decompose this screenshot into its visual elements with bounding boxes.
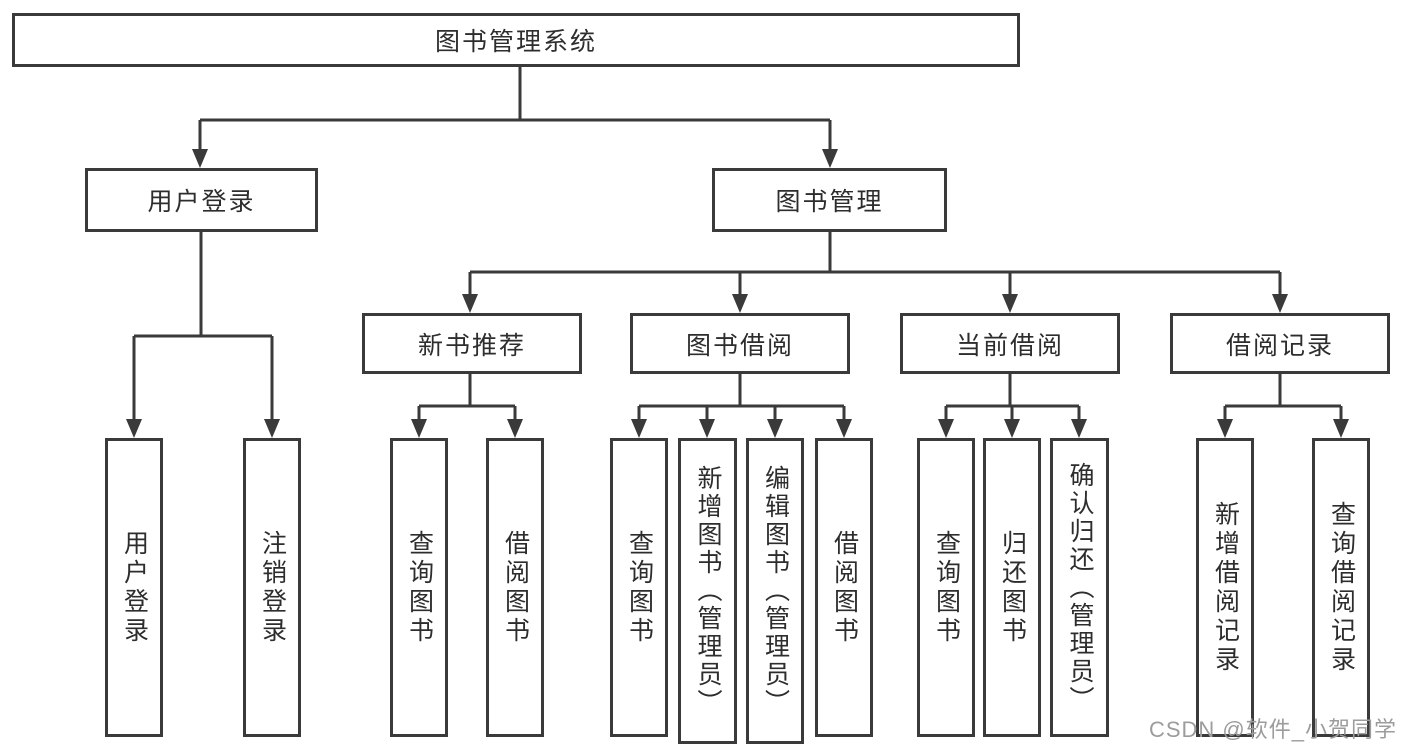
leaf-add-books-admin: 新增图书（管理员） bbox=[678, 438, 737, 744]
node-book-borrow-label: 图书借阅 bbox=[685, 331, 794, 360]
leaf-borrow-books: 借阅图书 bbox=[815, 438, 873, 737]
leaf-query-books-newbook: 查询图书 bbox=[390, 438, 448, 737]
leaf-return-books: 归还图书 bbox=[983, 438, 1041, 737]
leaf-logout-label: 注销登录 bbox=[258, 529, 287, 646]
node-root-label: 图书管理系统 bbox=[434, 28, 597, 56]
node-book-management: 图书管理 bbox=[712, 168, 947, 232]
node-current-borrow: 当前借阅 bbox=[900, 313, 1120, 374]
watermark: CSDN @软件_小贺同学 bbox=[1148, 717, 1397, 742]
node-new-book-recommend-label: 新书推荐 bbox=[417, 331, 526, 360]
node-borrow-records: 借阅记录 bbox=[1170, 313, 1390, 374]
leaf-query-books-borrow: 查询图书 bbox=[610, 438, 668, 737]
leaf-borrow-books-label: 借阅图书 bbox=[830, 529, 859, 646]
leaf-confirm-return-admin-label: 确认归还（管理员） bbox=[1066, 461, 1094, 714]
node-current-borrow-label: 当前借阅 bbox=[955, 331, 1064, 360]
node-user-login: 用户登录 bbox=[85, 168, 318, 232]
leaf-logout: 注销登录 bbox=[243, 438, 301, 737]
leaf-add-books-admin-label: 新增图书（管理员） bbox=[694, 465, 722, 717]
leaf-query-books-current: 查询图书 bbox=[917, 438, 975, 737]
leaf-query-books-newbook-label: 查询图书 bbox=[405, 529, 434, 646]
leaf-user-login: 用户登录 bbox=[105, 438, 163, 737]
node-borrow-records-label: 借阅记录 bbox=[1225, 331, 1334, 360]
leaf-add-borrow-record-label: 新增借阅记录 bbox=[1211, 500, 1240, 675]
leaf-edit-books-admin-label: 编辑图书（管理员） bbox=[761, 465, 790, 717]
leaf-query-books-borrow-label: 查询图书 bbox=[625, 529, 654, 646]
leaf-edit-books-admin: 编辑图书（管理员） bbox=[746, 438, 804, 744]
node-root: 图书管理系统 bbox=[12, 13, 1020, 67]
node-user-login-label: 用户登录 bbox=[147, 188, 256, 216]
leaf-add-borrow-record: 新增借阅记录 bbox=[1196, 438, 1254, 737]
arrowheads bbox=[126, 149, 1349, 438]
leaf-borrow-books-newbook-label: 借阅图书 bbox=[501, 529, 530, 646]
leaf-user-login-label: 用户登录 bbox=[120, 529, 149, 646]
node-book-management-label: 图书管理 bbox=[775, 188, 884, 216]
leaf-borrow-books-newbook: 借阅图书 bbox=[486, 438, 544, 737]
leaf-return-books-label: 归还图书 bbox=[998, 529, 1027, 646]
leaf-query-borrow-record: 查询借阅记录 bbox=[1312, 438, 1370, 737]
leaf-query-books-current-label: 查询图书 bbox=[932, 529, 961, 646]
leaf-query-borrow-record-label: 查询借阅记录 bbox=[1327, 500, 1356, 675]
leaf-confirm-return-admin: 确认归还（管理员） bbox=[1050, 438, 1109, 737]
node-new-book-recommend: 新书推荐 bbox=[362, 313, 582, 374]
node-book-borrow: 图书借阅 bbox=[630, 313, 850, 374]
